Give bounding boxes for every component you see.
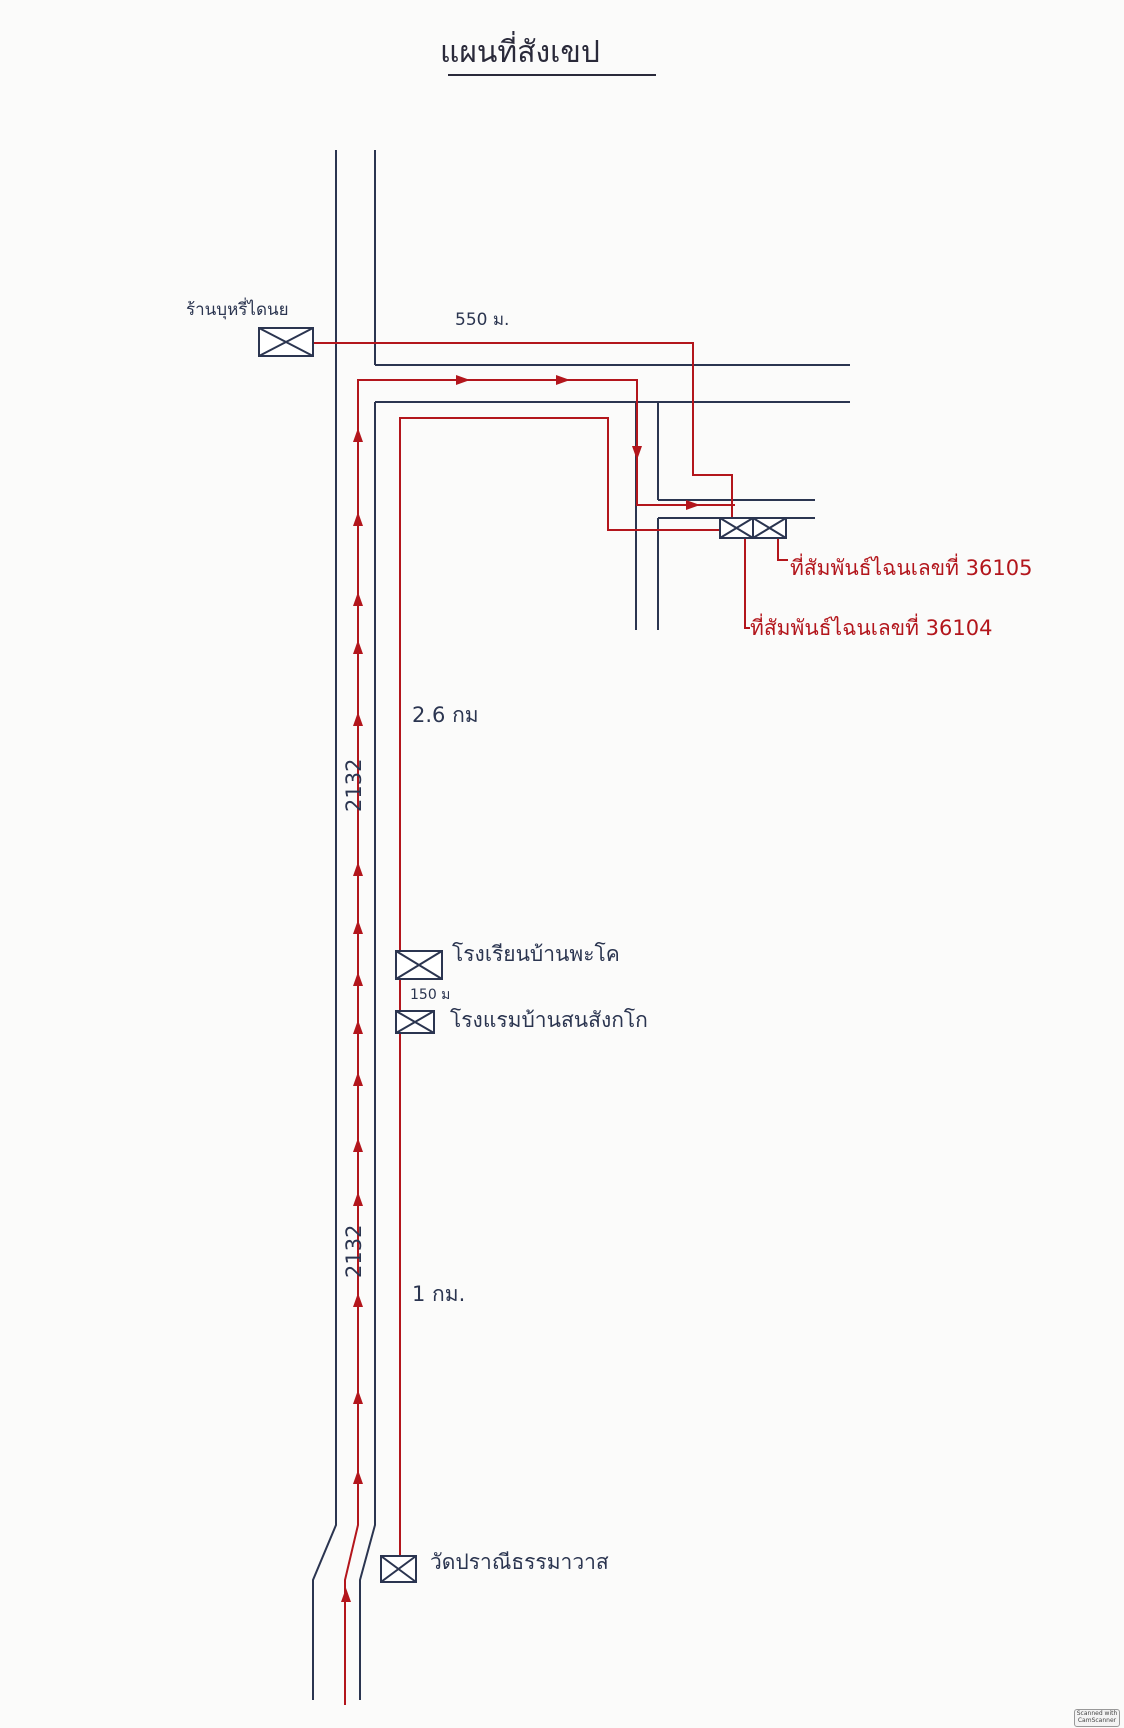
label-temple-school: โรงแรมบ้านสนสังกโก — [450, 1008, 648, 1032]
main-road-right-edge — [359, 150, 376, 1700]
route-inner — [399, 417, 720, 1556]
route-main-up — [344, 379, 735, 1705]
leader-target-1 — [777, 530, 788, 561]
label-top-left-landmark: ร้านบุหรี่ไดนย — [186, 300, 289, 320]
distance-middle: 2.6 กม — [412, 703, 479, 727]
landmark-box-temple-bottom — [380, 1555, 417, 1583]
scanner-watermark: Scanned with CamScanner — [1074, 1709, 1120, 1727]
distance-top: 550 ม. — [455, 310, 510, 330]
target-box-2 — [719, 517, 754, 539]
distance-bottom: 1 กม. — [412, 1282, 466, 1306]
label-temple-bottom: วัดปราณีธรรมาวาส — [430, 1550, 609, 1574]
landmark-box-top-left — [258, 327, 314, 357]
target-box-1 — [752, 517, 787, 539]
road-number-upper: 2132 — [342, 758, 366, 812]
route-arrows — [341, 375, 700, 1602]
map-title: แผนที่สังเขป — [440, 35, 600, 70]
route-landmark — [313, 342, 733, 520]
road-number-lower: 2132 — [342, 1224, 366, 1278]
landmark-box-temple-school — [395, 1010, 435, 1034]
distance-between-schools: 150 ม — [410, 987, 451, 1003]
label-school: โรงเรียนบ้านพะโค — [452, 942, 620, 966]
label-target-2: ที่สัมพันธ์ไฉนเลขที่ 36104 — [750, 616, 993, 640]
title-underline — [448, 74, 656, 76]
leader-target-2 — [744, 530, 750, 629]
label-target-1: ที่สัมพันธ์ไฉนเลขที่ 36105 — [790, 556, 1033, 580]
landmark-box-school — [395, 950, 443, 980]
main-road-left-edge — [312, 150, 337, 1700]
